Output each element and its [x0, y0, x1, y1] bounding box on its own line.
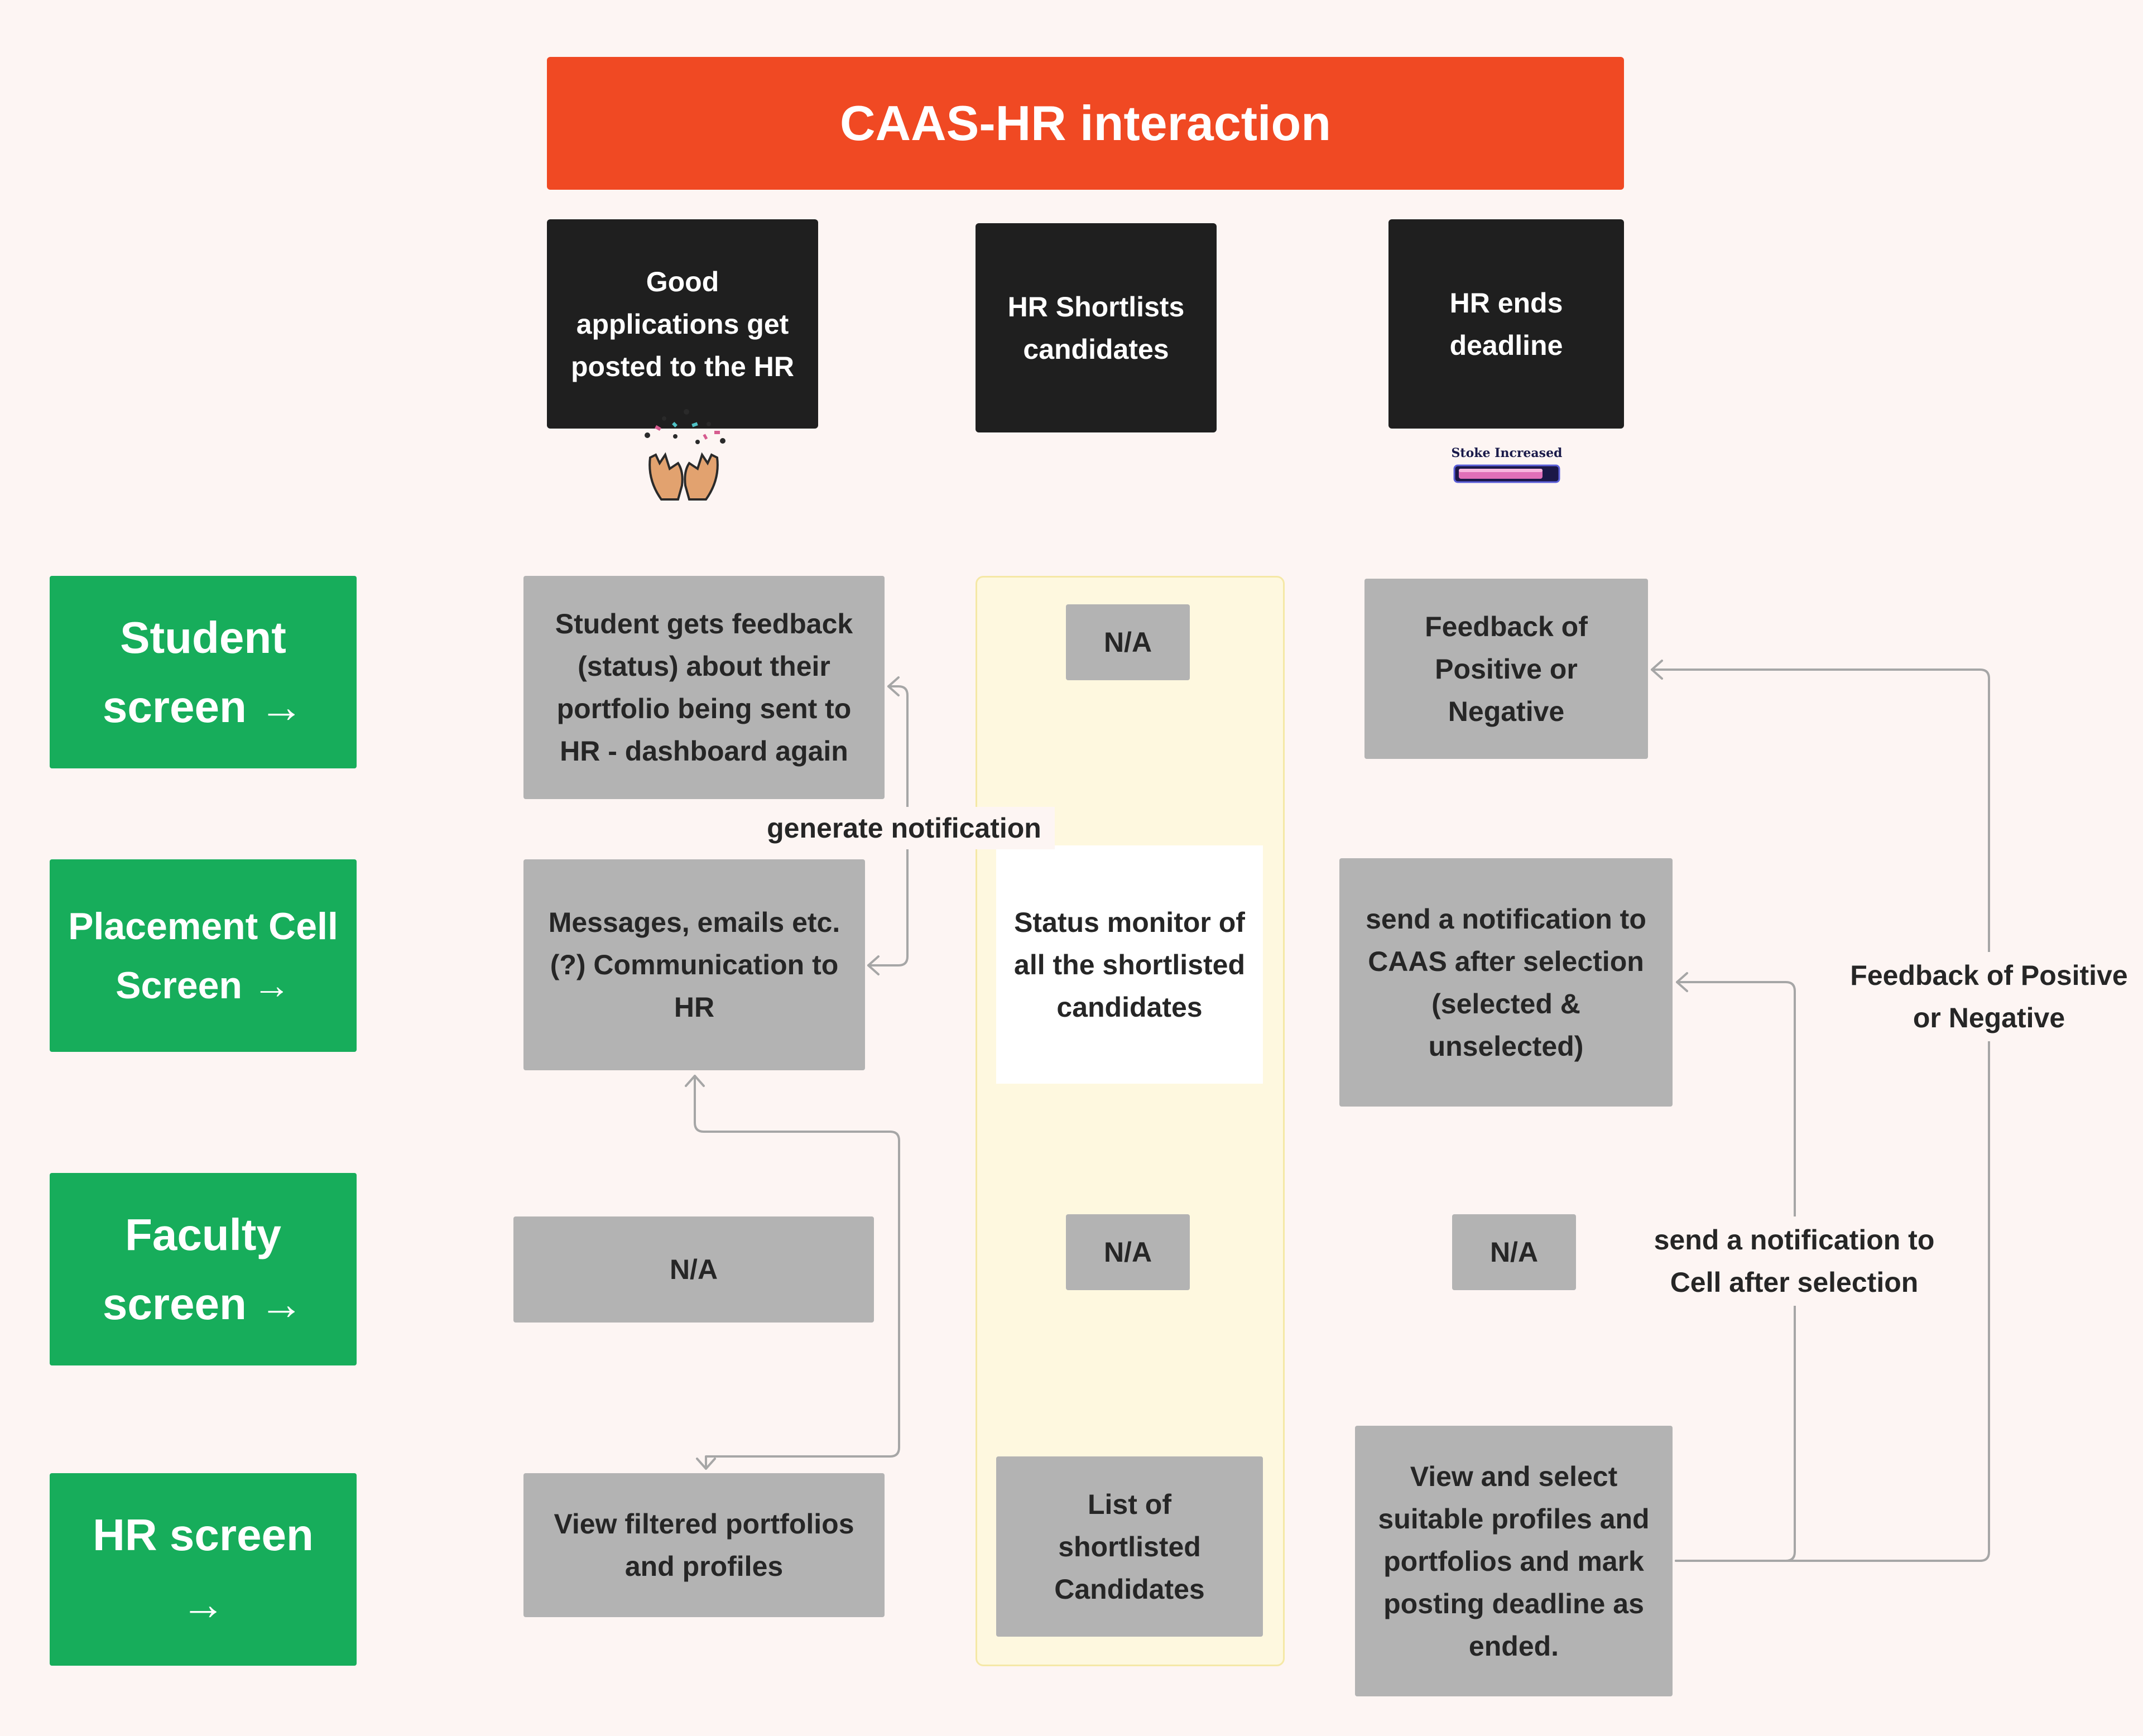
celebration-hands-icon: [645, 409, 725, 501]
cell-placement-communication-text: Messages, emails etc. (?) Communication …: [548, 907, 840, 1023]
connector-label-generate-notification: generate notification: [753, 807, 1055, 849]
connector-portfolios-communication: [694, 1075, 900, 1468]
cell-send-notification-caas: send a notification to CAAS after select…: [1339, 858, 1673, 1107]
step-hr-ends-deadline: HR ends deadline: [1388, 219, 1624, 429]
row-label-placement-text: Placement Cell Screen →: [68, 905, 338, 1007]
row-label-faculty-text: Faculty screen →: [102, 1209, 304, 1329]
row-label-student: Student screen →: [50, 576, 357, 768]
cell-faculty-na-2-text: N/A: [1103, 1237, 1152, 1268]
cell-faculty-na-1: N/A: [513, 1216, 874, 1323]
connector-label-feedback: Feedback of Positive or Negative: [1848, 952, 2130, 1041]
cell-send-notification-caas-text: send a notification to CAAS after select…: [1366, 903, 1646, 1062]
connector-label-feedback-text: Feedback of Positive or Negative: [1850, 960, 2128, 1033]
cell-status-monitor: Status monitor of all the shortlisted ca…: [996, 845, 1263, 1084]
cell-view-select-profiles-text: View and select suitable profiles and po…: [1378, 1460, 1650, 1662]
cell-feedback-positive-negative: Feedback of Positive or Negative: [1364, 579, 1648, 759]
row-label-hr-text: HR screen →: [93, 1509, 314, 1629]
stoke-increased-caption: Stoke Increased: [1451, 446, 1563, 460]
arrowhead-feedback: [1651, 660, 1663, 680]
arrowhead-send-to-cell: [1676, 972, 1688, 992]
step-hr-shortlists-label: HR Shortlists candidates: [1007, 291, 1185, 365]
cell-status-monitor-text: Status monitor of all the shortlisted ca…: [1014, 906, 1245, 1023]
cell-list-shortlisted-text: List of shortlisted Candidates: [1054, 1488, 1205, 1605]
cell-faculty-na-1-text: N/A: [669, 1254, 718, 1285]
cell-hr-view-portfolios: View filtered portfolios and profiles: [523, 1473, 885, 1617]
step-good-applications: Good applications get posted to the HR: [547, 219, 818, 429]
arrowhead-to-portfolios: [696, 1458, 716, 1470]
diagram-title-text: CAAS-HR interaction: [839, 95, 1332, 151]
row-label-hr: HR screen →: [50, 1473, 357, 1666]
step-hr-shortlists: HR Shortlists candidates: [976, 223, 1217, 432]
cell-placement-communication: Messages, emails etc. (?) Communication …: [523, 859, 865, 1070]
cell-student-na-2-text: N/A: [1103, 627, 1152, 658]
stoke-bar-graphic: [1453, 464, 1560, 483]
step-hr-ends-deadline-label: HR ends deadline: [1449, 287, 1563, 361]
connector-feedback-loop: [1651, 669, 1990, 1562]
arrowhead-generate-notification: [887, 676, 900, 696]
row-label-placement: Placement Cell Screen →: [50, 859, 357, 1052]
cell-view-select-profiles: View and select suitable profiles and po…: [1355, 1426, 1673, 1696]
cell-faculty-na-2: N/A: [1066, 1214, 1190, 1290]
arrowhead-communication-in: [867, 955, 880, 975]
connector-label-generate-notification-text: generate notification: [767, 812, 1041, 844]
cell-list-shortlisted: List of shortlisted Candidates: [996, 1456, 1263, 1637]
cell-student-feedback-text: Student gets feedback (status) about the…: [555, 608, 853, 767]
diagram-title: CAAS-HR interaction: [547, 57, 1624, 190]
stoke-increased-bar-icon: Stoke Increased: [1451, 445, 1563, 489]
cell-faculty-na-3-text: N/A: [1489, 1237, 1539, 1268]
row-label-student-text: Student screen →: [102, 612, 304, 732]
row-label-faculty: Faculty screen →: [50, 1173, 357, 1365]
cell-student-na-2: N/A: [1066, 604, 1190, 680]
arrowhead-to-communication: [685, 1075, 705, 1087]
cell-student-feedback: Student gets feedback (status) about the…: [523, 576, 885, 799]
cell-faculty-na-3: N/A: [1452, 1214, 1576, 1290]
connector-label-send-to-cell: send a notification to Cell after select…: [1646, 1216, 1942, 1306]
step-good-applications-label: Good applications get posted to the HR: [571, 266, 794, 382]
connector-label-send-to-cell-text: send a notification to Cell after select…: [1654, 1224, 1935, 1298]
cell-feedback-positive-negative-text: Feedback of Positive or Negative: [1425, 610, 1588, 727]
cell-hr-view-portfolios-text: View filtered portfolios and profiles: [554, 1508, 854, 1582]
